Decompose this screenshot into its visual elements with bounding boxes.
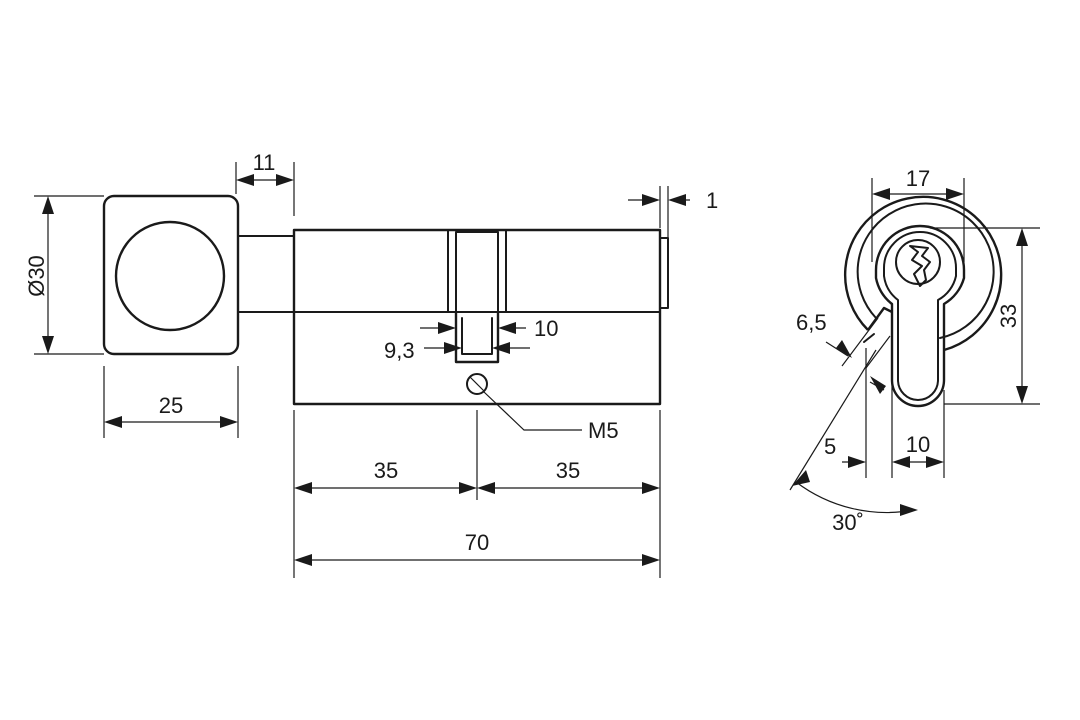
screw-hole: [466, 373, 488, 395]
dimension-cam-outer: 10: [420, 316, 558, 341]
end-cap: [659, 237, 669, 309]
label-profile-bottom: 10: [906, 432, 930, 457]
cylinder-body: [292, 228, 669, 406]
cylinder-outline: [292, 228, 662, 406]
label-total-length: 70: [465, 530, 489, 555]
dimension-knob-width: 25: [103, 366, 239, 438]
label-cam-gap: 1: [706, 188, 718, 213]
cam-outer: [454, 312, 500, 364]
dimension-total-length: 70: [294, 530, 660, 566]
dimension-diameter: Ø30: [24, 195, 104, 355]
dimension-halves: 35 35: [293, 410, 661, 578]
label-cam-offset: 5: [824, 434, 836, 459]
dimension-profile-top: 17: [871, 166, 965, 262]
label-knob-width: 25: [159, 393, 183, 418]
profile-outer-circle: [844, 195, 1003, 352]
label-profile-height: 33: [996, 304, 1021, 328]
profile-inner-circle: [856, 202, 995, 339]
dimension-cam-offset: 5 10: [824, 348, 945, 478]
dimension-cam-thickness: 6,5: [796, 310, 891, 394]
screw-hole-hatch: [469, 376, 485, 392]
label-profile-top: 17: [906, 166, 930, 191]
dimension-cam-inner: 9,3: [384, 338, 530, 363]
keyway-slot: [909, 245, 931, 287]
label-screw: M5: [588, 418, 619, 443]
key-profile-outline: [874, 224, 966, 408]
label-knob-diameter: Ø30: [24, 255, 49, 297]
label-cam-outer: 10: [534, 316, 558, 341]
profile-cam-lobe: [867, 306, 893, 331]
key-profile-inner: [883, 231, 957, 401]
knob-grip-circle: [114, 220, 226, 332]
profile-cam-edge: [863, 333, 875, 343]
cam-slot: [455, 231, 499, 313]
label-left-half: 35: [374, 458, 398, 483]
label-cam-inner: 9,3: [384, 338, 415, 363]
label-knob-offset: 11: [253, 150, 276, 175]
dimension-profile-height: 33: [930, 227, 1040, 405]
thumb-turn-knob: [102, 194, 295, 356]
label-cam-thickness: 6,5: [796, 310, 827, 335]
knob-shaft: [237, 235, 295, 313]
callout-screw: M5: [483, 391, 619, 443]
label-right-half: 35: [556, 458, 580, 483]
dimension-cam-gap: 1: [628, 186, 718, 238]
dimension-knob-offset: 11: [235, 150, 295, 216]
cam-inner: [461, 317, 493, 355]
label-cam-angle: 30˚: [832, 510, 864, 535]
dimension-cam-angle: 30˚: [789, 349, 918, 535]
